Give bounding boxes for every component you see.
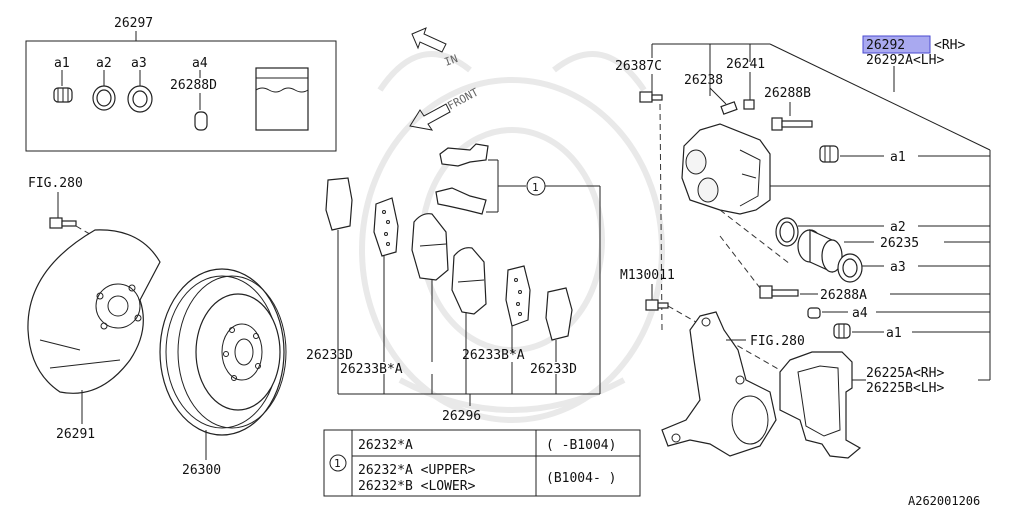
table-row1-code: ( -B1004) [546,438,616,453]
outer-shim-right-part [545,287,573,341]
caliper-body-part [681,123,771,215]
front-direction-arrow-icon: FRONT [409,85,481,131]
guide-pin-b-icon [771,117,813,131]
pin-boot-icon [194,111,208,131]
kit-item-a4[interactable]: a4 [192,56,208,71]
kit-number[interactable]: 26297 [114,16,153,31]
pad-callout-mark: 1 [532,181,539,194]
kit-box [25,40,337,152]
part-26241-label[interactable]: 26241 [726,57,765,72]
bleeder-screw-icon [639,91,663,103]
a3-label[interactable]: a3 [890,260,906,275]
kit-item-a2[interactable]: a2 [96,56,112,71]
brake-pad-right-part [451,247,487,315]
guide-pin-a-icon [759,285,799,299]
table-row2-part-lower[interactable]: 26232*B <LOWER> [358,479,476,494]
pad-application-table [323,429,641,497]
pin-a-label[interactable]: 26288A [820,288,867,303]
pad-clip-upper-part [435,143,489,215]
a1-label[interactable]: a1 [890,150,906,165]
part-26241-icon [743,99,755,110]
piston-label[interactable]: 26235 [880,236,919,251]
brake-rotor-part [159,268,287,436]
outer-shim-left-part [325,177,353,231]
shim-b-left-part [373,197,399,257]
highlight-box [862,35,931,54]
pin-boot-a4-icon [807,307,821,319]
pin-b-label[interactable]: 26288B [764,86,811,101]
table-mark: 1 [334,457,341,470]
boot-part-icon [53,87,73,103]
bracket-lh-label[interactable]: 26225B<LH> [866,381,944,396]
pad-right-label[interactable]: 26233D [530,362,577,377]
shield-fig-ref[interactable]: FIG.280 [28,176,83,191]
shim-b-right-part [505,265,531,327]
bracket-rh-label[interactable]: 26225A<RH> [866,366,944,381]
brake-shield-part [27,229,161,394]
pad-left-b-label[interactable]: 26233B*A [340,362,403,377]
shield-number[interactable]: 26291 [56,427,95,442]
kit-item-a1[interactable]: a1 [54,56,70,71]
kit-a4-part[interactable]: 26288D [170,78,217,93]
cap-label[interactable]: 26238 [684,73,723,88]
pad-right-b-label[interactable]: 26233B*A [462,348,525,363]
pad-set-number[interactable]: 26296 [442,409,481,424]
bolt-label[interactable]: M130011 [620,268,675,283]
a4-label[interactable]: a4 [852,306,868,321]
caliper-lh-number[interactable]: 26292A<LH> [866,53,944,68]
boot-a1b-icon [833,323,851,339]
rotor-number[interactable]: 26300 [182,463,221,478]
knuckle-fig-ref[interactable]: FIG.280 [750,334,805,349]
seal-ring-icon [92,85,116,111]
shield-bolt-icon [49,217,77,229]
caliper-bracket-part [779,351,862,459]
diagram-id: A262001206 [908,494,980,508]
piston-seal-icon [775,217,799,247]
in-direction-arrow-icon: IN [411,27,460,69]
brake-pad-left-part [411,213,449,281]
bleeder-label[interactable]: 26387C [615,59,662,74]
piston-icon [797,229,843,273]
table-row1-part[interactable]: 26232*A [358,438,413,453]
table-row2-part-upper[interactable]: 26232*A <UPPER> [358,463,476,478]
steering-knuckle-part [661,311,777,457]
grease-packet-icon [255,67,309,131]
caliper-rh: <RH> [934,38,965,53]
kit-item-a3[interactable]: a3 [131,56,147,71]
dust-seal-a3-icon [837,253,863,283]
bleeder-cap-icon [720,101,738,115]
a1b-label[interactable]: a1 [886,326,902,341]
mounting-bolt-icon [645,299,669,311]
table-row2-code: (B1004- ) [546,471,616,486]
in-arrow-label: IN [443,52,460,69]
a2-label[interactable]: a2 [890,220,906,235]
caliper-number-highlighted[interactable]: 26292 [866,38,905,53]
dust-seal-icon [127,85,153,113]
boot-a1-icon [819,145,839,163]
pad-left-label[interactable]: 26233D [306,348,353,363]
